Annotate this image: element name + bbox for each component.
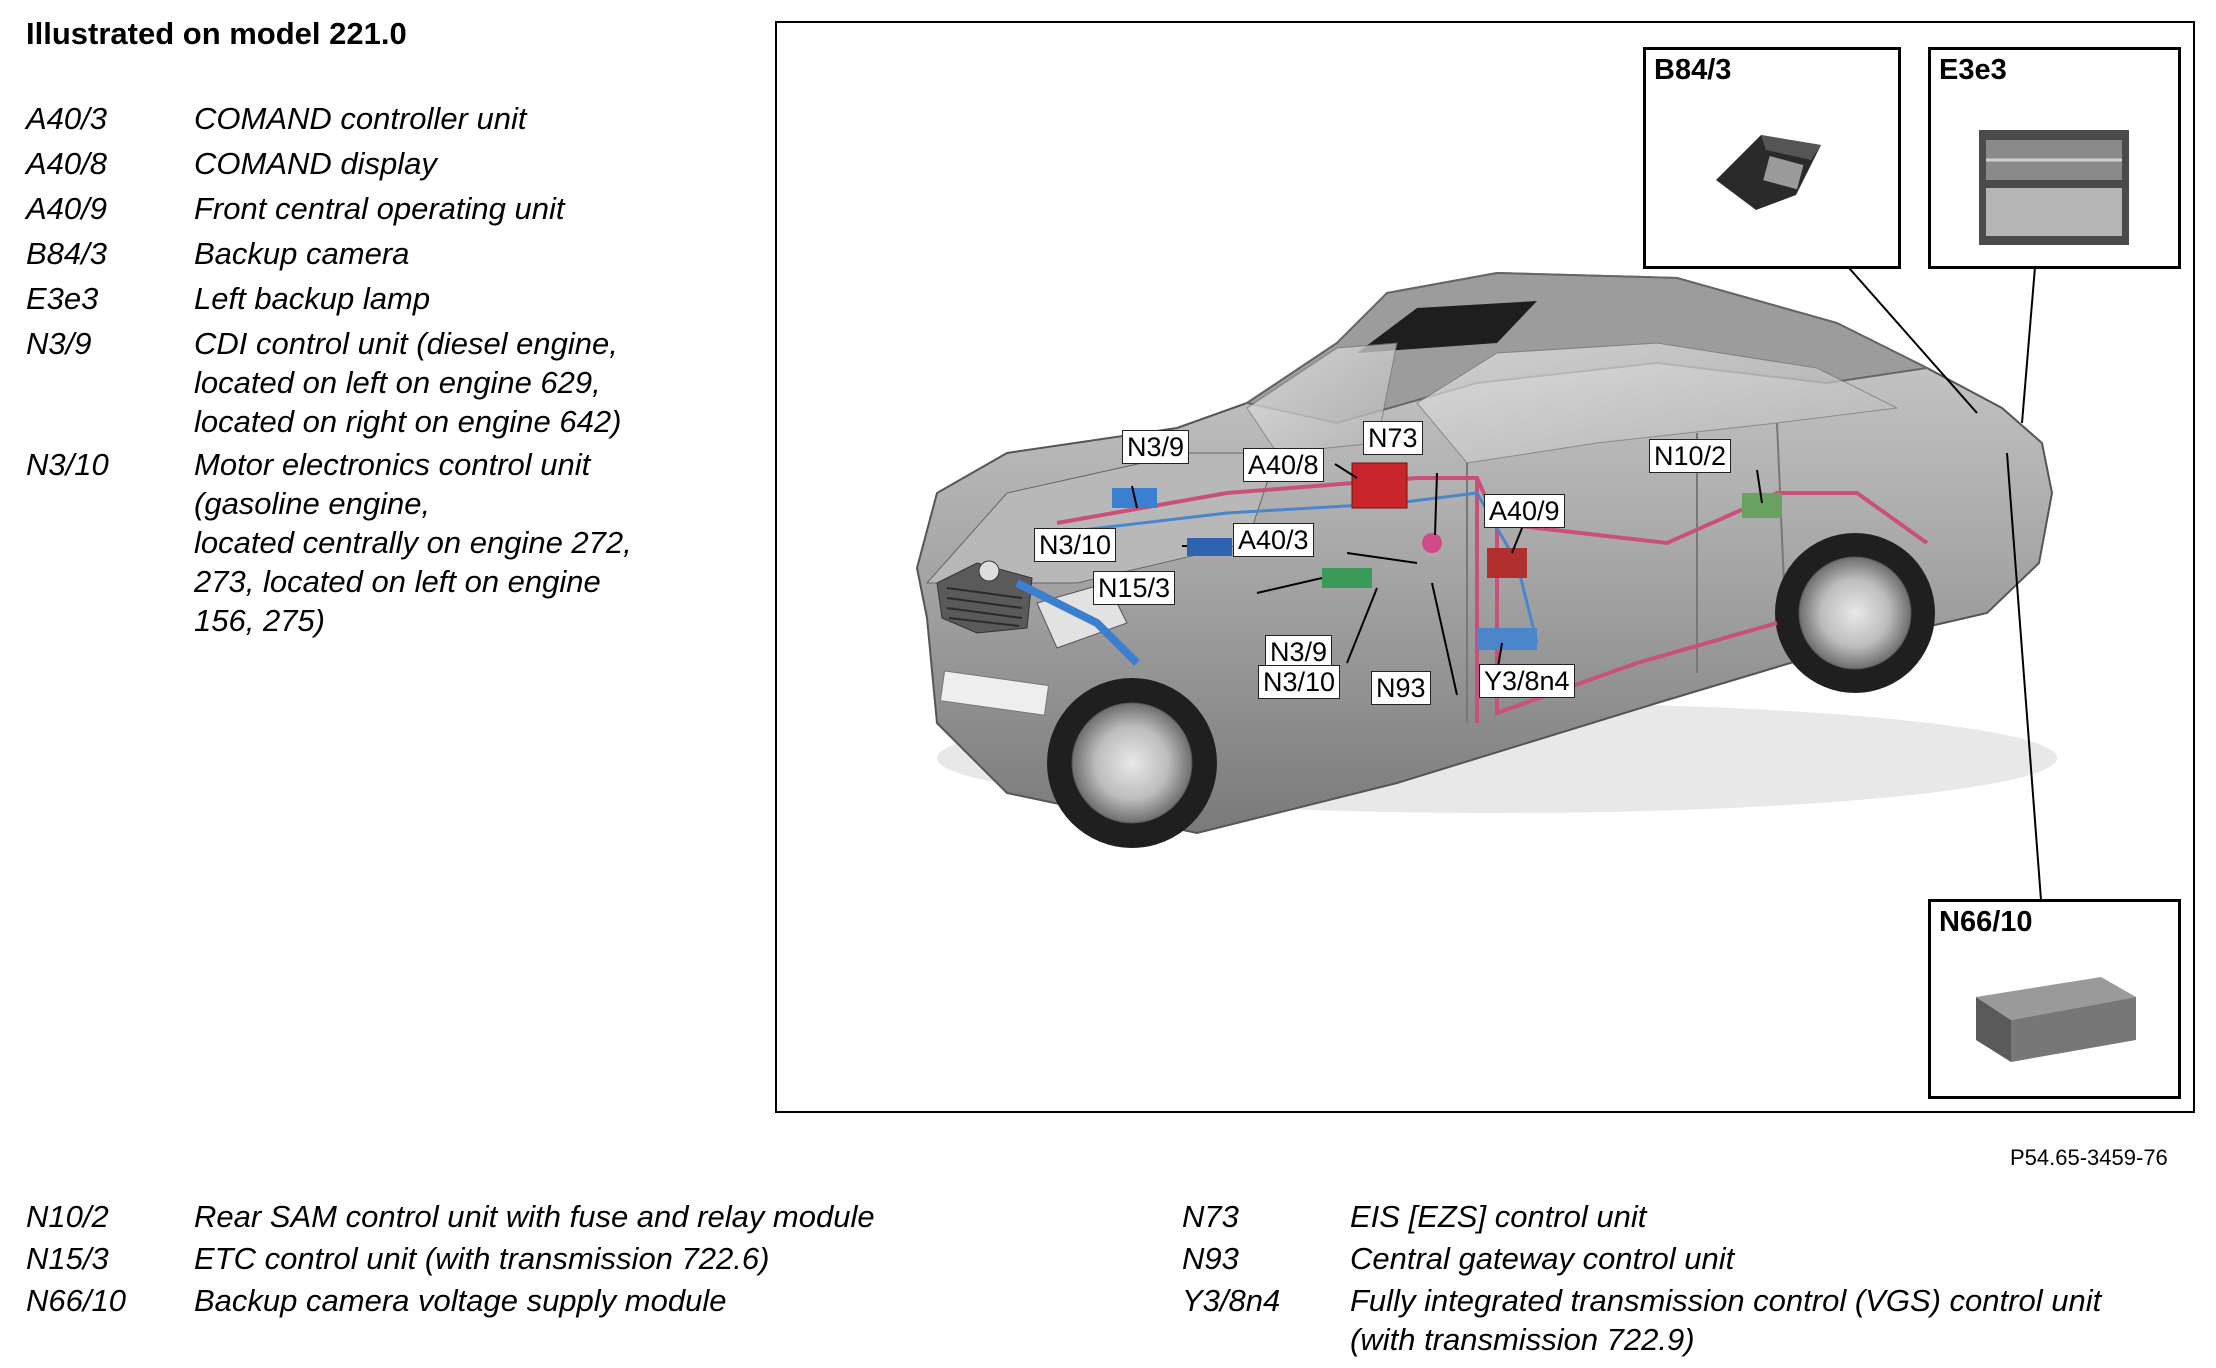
legend-description-line: COMAND controller unit (194, 101, 527, 136)
legend-description: Backup camera voltage supply module (194, 1280, 726, 1321)
legend-code: A40/9 (26, 191, 108, 226)
legend-code: A40/8 (26, 146, 108, 181)
legend-description-line: CDI control unit (diesel engine, (194, 326, 618, 361)
legend-description-line: Rear SAM control unit with fuse and rela… (194, 1199, 875, 1234)
callout-n3-9-lower: N3/9 (1265, 635, 1333, 669)
side-windows (1416, 342, 1899, 464)
callout-a40-3: A40/3 (1233, 523, 1314, 557)
legend-description: CDI control unit (diesel engine, located … (194, 323, 714, 440)
module-n73 (1422, 533, 1442, 553)
callout-a40-8: A40/8 (1243, 448, 1324, 482)
legend-code: N93 (1182, 1241, 1239, 1276)
legend-description-line: located on left on engine 629, (194, 365, 601, 400)
legend-description-line: 273, located on left on engine (194, 564, 601, 599)
legend-code: N66/10 (26, 1283, 126, 1318)
module-box-icon (1976, 977, 2136, 1062)
legend-code: N10/2 (26, 1199, 109, 1234)
legend-description: ETC control unit (with transmission 722.… (194, 1238, 769, 1279)
legend-description-line: ETC control unit (with transmission 722.… (194, 1241, 770, 1276)
windshield (1246, 342, 1398, 454)
legend-description-line: Left backup lamp (194, 281, 431, 316)
legend-description-line: Front central operating unit (194, 191, 565, 226)
callout-n3-9-upper: N3/9 (1122, 430, 1190, 464)
callout-n93: N93 (1371, 671, 1431, 705)
legend-description: Central gateway control unit (1350, 1238, 1734, 1279)
inset-backup-lamp: E3e3 (1928, 47, 2181, 269)
callout-n3-10-left: N3/10 (1034, 528, 1117, 562)
figure-reference: P54.65-3459-76 (2010, 1145, 2168, 1170)
legend-row: A40/9 Front central operating unit (26, 188, 714, 229)
legend-row: N3/10 Motor electronics control unit (gaso… (26, 444, 714, 639)
legend-bottom-left: N10/2 Rear SAM control unit with fuse and… (26, 1196, 875, 1322)
legend-description-line: Backup camera (194, 236, 410, 271)
legend-code: E3e3 (26, 281, 99, 316)
legend-description-line: COMAND display (194, 146, 437, 181)
inset-voltage-supply-module: N66/10 (1928, 899, 2181, 1099)
legend-row: N3/9 CDI control unit (diesel engine, loca… (26, 323, 714, 440)
legend-row: A40/3 COMAND controller unit (26, 98, 714, 139)
legend-description: Front central operating unit (194, 188, 714, 229)
module-a408 (1351, 462, 1408, 509)
legend-description: EIS [EZS] control unit (1350, 1196, 1646, 1237)
inset-label-n66-10: N66/10 (1939, 906, 2033, 938)
licence-plate (939, 670, 1050, 716)
legend-code: A40/3 (26, 101, 108, 136)
legend-description-line: located centrally on engine 272, (194, 525, 632, 560)
legend-description: Rear SAM control unit with fuse and rela… (194, 1196, 875, 1237)
legend-description: COMAND display (194, 143, 714, 184)
callout-n3-10-lower: N3/10 (1258, 665, 1341, 699)
legend-description-line: EIS [EZS] control unit (1350, 1199, 1647, 1234)
callout-n15-3: N15/3 (1093, 571, 1176, 605)
legend-row: Y3/8n4 Fully integrated transmission cont… (1182, 1280, 2101, 1358)
module-n310 (1187, 538, 1232, 556)
module-a403 (1322, 568, 1372, 588)
inset-backup-camera: B84/3 (1643, 47, 1901, 269)
legend-row: N66/10 Backup camera voltage supply modul… (26, 1280, 875, 1321)
inset-label-b84-3: B84/3 (1654, 54, 1732, 86)
legend-code: N73 (1182, 1199, 1239, 1234)
legend-description: Motor electronics control unit (gasoline … (194, 444, 714, 639)
legend-description-line: Motor electronics control unit (194, 447, 591, 482)
callout-n73: N73 (1363, 421, 1423, 455)
module-y38n4 (1477, 628, 1537, 650)
car-illustration (915, 242, 2057, 914)
legend-description-line: (gasoline engine, (194, 486, 431, 521)
legend-description: Backup camera (194, 233, 714, 274)
legend-description-line: located on right on engine 642) (194, 404, 622, 439)
vehicle-diagram: B84/3 E3e3 N66/10 N3/9 A40/8 N73 N10/2 N… (775, 21, 2195, 1113)
legend-code: N3/10 (26, 447, 109, 482)
legend-row: N15/3 ETC control unit (with transmission… (26, 1238, 875, 1279)
legend-description-line: Fully integrated transmission control (V… (1350, 1283, 2102, 1318)
legend-code: B84/3 (26, 236, 108, 271)
legend-row: N73 EIS [EZS] control unit (1182, 1196, 2101, 1237)
legend-description: Fully integrated transmission control (V… (1350, 1280, 2101, 1358)
legend-description-line: Backup camera voltage supply module (194, 1283, 727, 1318)
page-title: Illustrated on model 221.0 (26, 16, 407, 51)
legend-description-line: (with transmission 722.9) (1350, 1322, 1695, 1357)
camera-icon (1716, 135, 1821, 210)
legend-row: B84/3 Backup camera (26, 233, 714, 274)
legend-code: N3/9 (26, 326, 92, 361)
star-emblem (978, 560, 1000, 582)
callout-a40-9: A40/9 (1484, 494, 1565, 528)
legend-code: N15/3 (26, 1241, 109, 1276)
legend-row: A40/8 COMAND display (26, 143, 714, 184)
callout-y3-8n4: Y3/8n4 (1479, 664, 1575, 698)
module-a409 (1487, 548, 1527, 578)
legend-description: Left backup lamp (194, 278, 714, 319)
sunroof (1357, 301, 1537, 353)
legend-row: N10/2 Rear SAM control unit with fuse and… (26, 1196, 875, 1237)
legend-row: N93 Central gateway control unit (1182, 1238, 2101, 1279)
lamp-icon (1979, 130, 2129, 245)
legend-description: COMAND controller unit (194, 98, 714, 139)
inset-label-e3e3: E3e3 (1939, 54, 2007, 86)
legend-description-line: Central gateway control unit (1350, 1241, 1735, 1276)
callout-n10-2: N10/2 (1649, 439, 1732, 473)
legend-code: Y3/8n4 (1182, 1283, 1281, 1318)
legend-row: E3e3 Left backup lamp (26, 278, 714, 319)
legend-description-line: 156, 275) (194, 603, 325, 638)
